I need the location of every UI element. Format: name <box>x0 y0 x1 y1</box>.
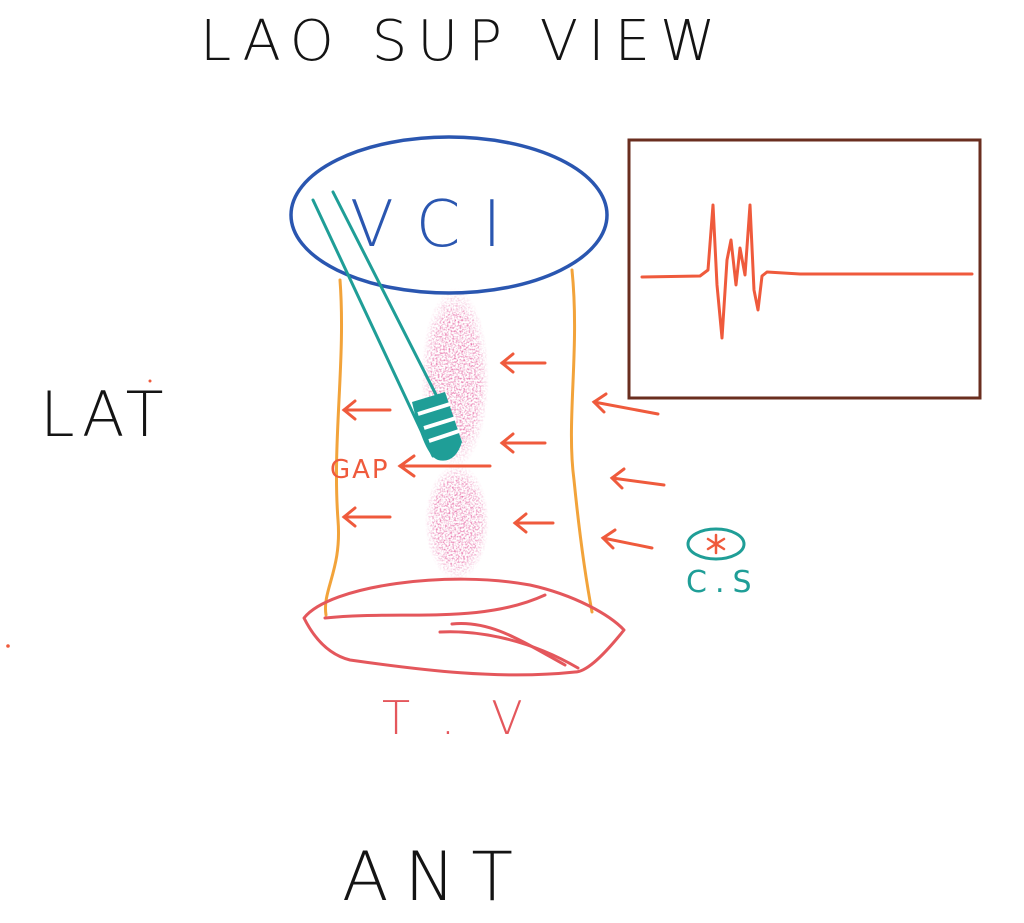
stray-mark <box>148 379 152 383</box>
lateral-label: LAT <box>40 378 169 451</box>
lesion-lower-segment <box>425 464 489 580</box>
arrow-septal-3 <box>512 512 555 534</box>
diagram-title: LAO SUP VIEW <box>200 9 725 74</box>
gap-label: GAP <box>330 455 390 485</box>
conduction-arrows <box>341 352 666 550</box>
arrow-lateral-1 <box>341 399 392 421</box>
septal-wall <box>569 268 594 614</box>
arrow-outer-3 <box>600 528 654 550</box>
arrow-lateral-2 <box>341 506 392 528</box>
lateral-wall <box>323 278 344 617</box>
vci-label: VCI <box>350 188 523 262</box>
gap-arrow <box>397 454 492 478</box>
catheter-tip-icon <box>412 392 462 461</box>
asterisk-icon <box>706 533 726 555</box>
arrow-outer-2 <box>609 467 666 490</box>
vci-outline <box>289 135 609 295</box>
ablation-catheter <box>311 190 462 461</box>
arrow-septal-2 <box>499 432 547 454</box>
tricuspid-valve-label: T.V <box>382 691 559 745</box>
coronary-sinus-outline <box>686 527 746 561</box>
electrogram-frame <box>627 138 982 400</box>
tricuspid-valve <box>302 577 626 677</box>
arrow-outer-1 <box>591 392 660 416</box>
stray-mark <box>6 644 10 648</box>
coronary-sinus-label: C.S <box>686 565 760 600</box>
electrogram-trace <box>640 203 974 340</box>
arrow-septal-1 <box>499 352 547 374</box>
anterior-label: ANT <box>342 838 529 917</box>
